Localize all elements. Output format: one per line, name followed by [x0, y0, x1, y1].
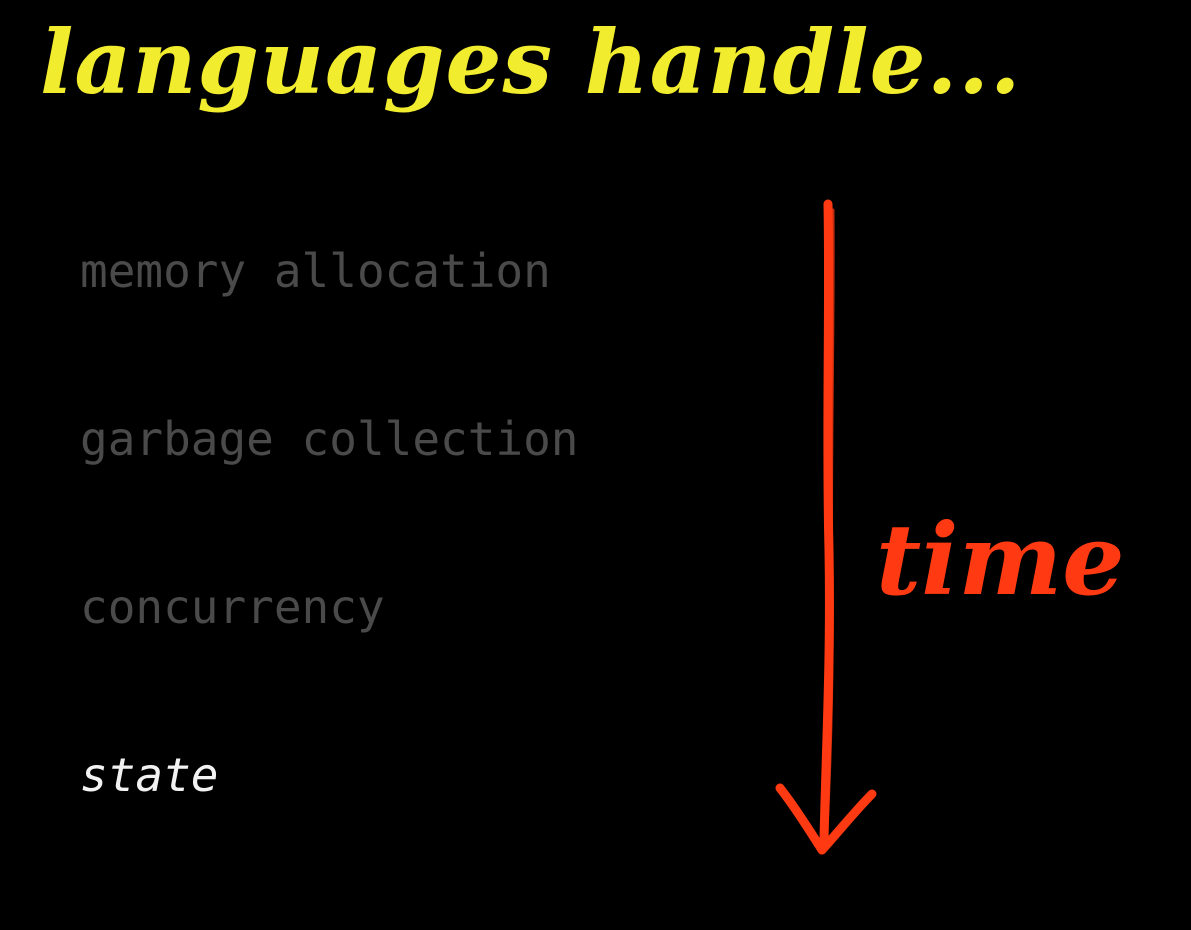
slide-title: languages handle...: [40, 10, 1022, 114]
time-label: time: [876, 503, 1125, 618]
time-arrow-icon: [775, 199, 877, 855]
time-arrow-shaft-texture: [825, 208, 835, 832]
topic-item-memory-allocation: memory allocation: [80, 244, 551, 298]
topic-item-garbage-collection: garbage collection: [80, 412, 579, 466]
time-arrow-shaft: [819, 199, 834, 845]
topic-item-state: state: [80, 748, 219, 802]
topic-list: memory allocation garbage collection con…: [80, 244, 579, 802]
time-arrow-head-texture: [782, 792, 870, 846]
topic-item-concurrency: concurrency: [80, 580, 385, 634]
